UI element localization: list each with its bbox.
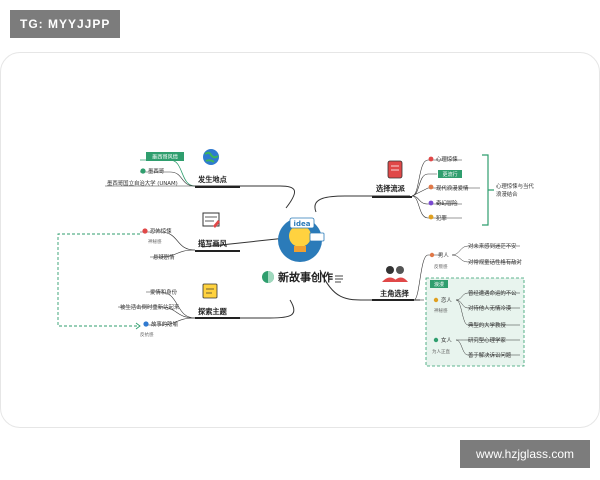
lover-trait-3: 典型的大学教授 [468,321,506,329]
location-item-2: 墨西哥国立自治大学 (UNAM) [107,179,178,187]
lover-note: 神秘感 [434,307,448,314]
male-trait-2: 对常规童话性格有敌对 [468,258,523,266]
center-node[interactable]: idea 新故事创作 [262,217,343,284]
female-trait-2: 善于解决诉讼问题 [468,351,512,359]
female-note: 为人正直 [432,348,450,355]
branch-genre[interactable]: 选择流派 心理惊悚 更流行 现代浪漫爱情 奇幻冒险 犯罪 心理惊悚与当代 浪漫结… [376,154,534,226]
theme-item-1: 爱情和身份 [150,288,178,296]
people-icon [386,266,394,274]
romance-tag-box [430,280,448,288]
sketch-icon [202,212,220,227]
book-icon [387,160,403,179]
male-note: 反叛感 [434,263,448,270]
female-label: 女人 [441,336,452,344]
theme-note: 反抗感 [140,331,154,338]
style-note: 神秘感 [148,238,162,245]
genre-item-1: 心理惊悚 [436,155,458,163]
lover-trait-1: 曾经遭遇命运的不公 [468,289,517,297]
center-badge: idea [294,220,311,228]
lover-trait-2: 对待他人无情冷漠 [468,304,512,312]
connector-style [201,237,287,248]
style-title: 描写画风 [198,239,228,248]
note-icon [202,283,218,299]
male-label: 男人 [438,252,449,259]
menu-icon [335,275,343,283]
theme-title: 探索主题 [198,307,228,316]
connector-genre [314,195,410,213]
genre-item-3: 奇幻冒险 [436,199,458,207]
branch-theme[interactable]: 探索主题 爱情和身份 被生活击倒时重新站起来 故事的隐喻 反抗感 [118,283,228,338]
location-item-1: 墨西哥 [148,168,165,175]
branch-style[interactable]: 描写画风 恐怖惊悚 神秘感 悬疑剧情 [140,212,228,261]
location-category-box [146,152,184,161]
genre-summary-bracket [482,154,494,226]
romance-group-box [425,277,525,367]
tg-tag: TG: MYYJJPP [10,10,120,38]
genre-highlight-box [438,170,462,178]
connector-location [195,185,295,209]
location-title: 发生地点 [197,175,228,184]
genre-summary-1: 心理惊悚与当代 [496,182,534,190]
genre-highlight: 更流行 [442,171,457,178]
female-trait-1: 研究型心理学家 [468,336,506,344]
branch-characters[interactable]: 主角选择 男人 反叛感 对未来感到迷茫不安 对常规童话性格有敌对 浪漫 恋人 神… [380,242,525,367]
genre-title: 选择流派 [376,184,406,193]
lover-label: 恋人 [441,296,452,304]
watermark: www.hzjglass.com [460,440,590,468]
characters-title: 主角选择 [380,289,410,298]
location-category: 墨西哥风情 [152,153,178,161]
style-item-2: 悬疑剧情 [153,253,175,261]
branch-location[interactable]: 发生地点 墨西哥风情 墨西哥 墨西哥国立自治大学 (UNAM) [105,149,228,187]
genre-item-4: 犯罪 [436,214,447,222]
style-item-1: 恐怖惊悚 [150,227,172,235]
connector-theme [195,299,295,319]
genre-summary-2: 浪漫结合 [496,190,518,198]
theme-item-2: 被生活击倒时重新站起来 [120,303,180,311]
genre-item-2: 现代浪漫爱情 [436,184,469,192]
lightbulb-icon [289,225,311,247]
romance-tag: 浪漫 [434,281,444,288]
branch-underlines [195,186,414,319]
relation-dashed-line [57,233,140,327]
center-title: 新故事创作 [278,270,333,284]
connector-characters [319,269,420,301]
male-trait-1: 对未来感到迷茫不安 [468,242,517,250]
theme-item-3: 故事的隐喻 [151,320,179,328]
connectors [195,185,420,319]
